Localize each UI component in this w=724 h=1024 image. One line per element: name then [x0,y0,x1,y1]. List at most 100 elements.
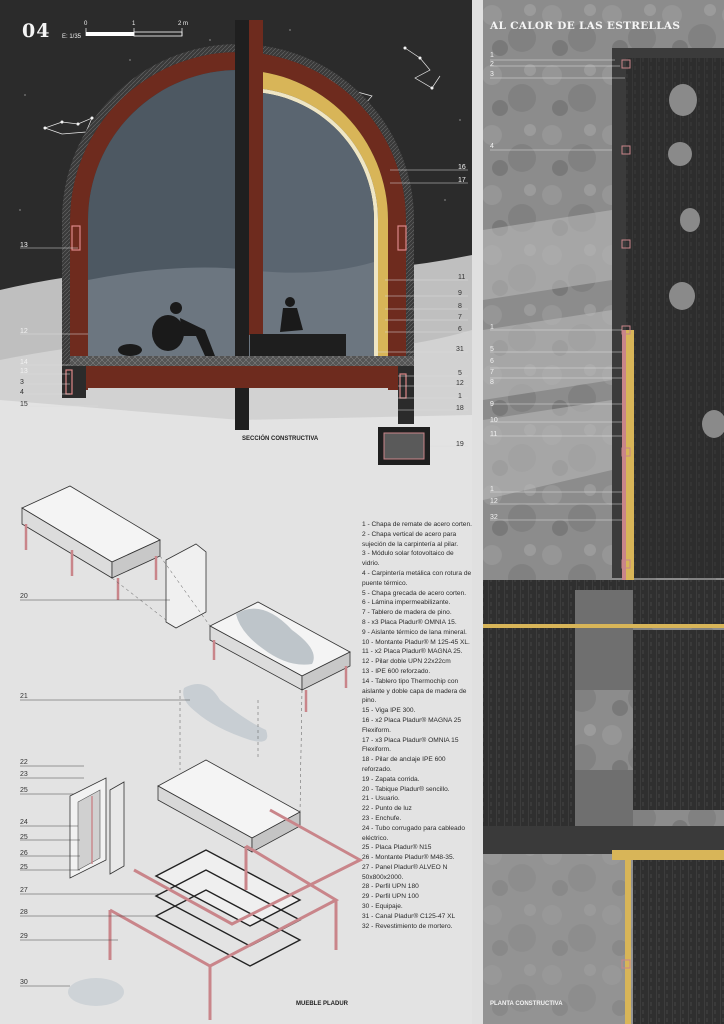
legend-item: 22 - Punto de luz [362,805,412,813]
plan-deck-right [633,630,724,810]
legend-item: 27 - Panel Pladur® ALVEO N 50x800x2000. [362,863,448,881]
plan-wall-band [483,826,724,854]
callout-section-6: 6 [458,326,462,333]
snow-bands [483,210,612,500]
callout-section-31: 31 [456,346,464,353]
legend-item: 20 - Tabique Pladur® sencillo. [362,785,450,793]
callout-furniture-21: 21 [20,693,28,700]
callout-plan-11: 11 [490,431,498,438]
furniture-callout-lines [20,599,190,987]
furniture-axonometric [21,485,364,1020]
callout-plan-8: 8 [490,379,494,386]
legend-item: 16 - x2 Placa Pladur® MAGNA 25 Flexiform… [362,716,462,734]
callout-section-14: 14 [20,359,28,366]
bench [250,334,346,356]
legend-item: 11 - x2 Placa Pladur® MAGNA 25. [362,648,463,656]
callout-furniture-27: 27 [20,887,28,894]
callout-furniture-26: 26 [20,850,28,857]
callout-plan-5: 5 [490,346,494,353]
legend-item: 12 - Pilar doble UPN 22x22cm [362,658,451,666]
legend-item: 6 - Lámina impermeabilizante. [362,599,451,607]
central-pillar [235,20,249,430]
section-title: SECCIÓN CONSTRUCTIVA [242,436,319,442]
legend-item: 13 - IPE 600 reforzado. [362,667,431,675]
scale-two: 2 m [178,21,189,27]
callout-section-15: 15 [20,401,28,408]
callout-section-3: 3 [20,379,24,386]
callout-section-18: 18 [456,405,464,412]
callout-furniture-23: 23 [20,771,28,778]
callout-section-1: 1 [458,393,462,400]
legend-item: 28 - Perfil UPN 180 [362,883,419,891]
callout-furniture-28: 28 [20,909,28,916]
plan-deck-left [483,628,575,828]
callout-plan-1a: 1 [490,52,494,59]
legend-item: 30 - Equipaje. [362,903,403,911]
legend-item: 18 - Pilar de anclaje IPE 600 reforzado. [362,756,446,773]
callout-section-17: 17 [458,177,466,184]
sheet-number: 04 [22,20,51,42]
legend-item: 23 - Enchufe. [362,814,402,822]
callout-section-4: 4 [20,389,24,396]
legend-item: 15 - Viga IPE 300. [362,707,416,715]
callout-section-12b: 12 [456,380,464,387]
callout-plan-9: 9 [490,401,494,408]
callout-plan-1b: 1 [490,324,494,331]
legend-item: 9 - Aislante térmico de lana mineral. [362,628,467,636]
section-callout-lines [20,169,468,447]
callout-furniture-25c: 25 [20,864,28,871]
legend-item: 7 - Tablero de madera de pino. [362,609,452,617]
plan-deck-bottom [633,860,724,1024]
legend-item: 29 - Perfil UPN 100 [362,893,419,901]
legend-item: 14 - Tablero tipo Thermochip con aislant… [362,677,467,705]
legend-item: 26 - Montante Pladur® M48-35. [362,854,455,862]
thermochip-floor [70,356,414,366]
legend-item: 24 - Tubo corrugado para cableado eléctr… [362,824,466,842]
scale-zero: 0 [84,21,88,27]
callout-furniture-22: 22 [20,759,28,766]
floor-beam [70,366,414,388]
corten-plate [249,20,263,335]
callout-section-19: 19 [456,441,464,448]
people-silhouettes [118,297,303,356]
callout-furniture-29: 29 [20,933,28,940]
callout-plan-12: 12 [490,498,498,505]
callout-section-8: 8 [458,303,462,310]
main-title: AL CALOR DE LAS ESTRELLAS [490,20,681,32]
callout-plan-32: 32 [490,514,498,521]
callout-section-9: 9 [458,290,462,297]
plan-pillars [621,59,631,969]
legend-item: 31 - Canal Pladur® C125-47 XL [362,912,456,920]
legend-item: 3 - Módulo solar fotovoltaico de vidrio. [362,550,454,568]
scale-bar [85,28,183,37]
legend-item: 5 - Chapa grecada de acero corten. [362,589,467,597]
legend-item: 25 - Placa Pladur® N15 [362,844,432,852]
callout-furniture-25b: 25 [20,834,28,841]
legend-item: 17 - x3 Placa Pladur® OMNIA 15 Flexiform… [362,736,459,754]
legend-item: 19 - Zapata corrida. [362,775,420,783]
callout-plan-6: 6 [490,358,494,365]
furniture-title: MUEBLE PLADUR [296,1001,348,1007]
callout-section-7: 7 [458,314,462,321]
callout-plan-3: 3 [490,71,494,78]
callout-section-5: 5 [458,370,462,377]
callout-section-13b: 13 [20,368,28,375]
legend-item: 10 - Montante Pladur® M 125-45 XL. [362,638,470,646]
callout-furniture-20: 20 [20,593,28,600]
callout-furniture-30: 30 [20,979,28,986]
plan-title: PLANTA CONSTRUCTIVA [490,1001,563,1007]
callout-plan-10: 10 [490,417,498,424]
panel-divider [472,0,483,1024]
materials-legend: 1 - Chapa de remate de acero corten. 2 -… [362,520,472,931]
plan-callout-lines [490,59,625,521]
pillar-left [71,225,81,251]
callout-furniture-25a: 25 [20,787,28,794]
legend-item: 21 - Usuario. [362,795,400,803]
legend-item: 4 - Carpintería metálica con rotura de p… [362,569,472,587]
callout-plan-7: 7 [490,369,494,376]
callout-plan-2: 2 [490,61,494,68]
callout-section-13a: 13 [20,242,28,249]
legend-item: 8 - x3 Placa Pladur® OMNIA 15. [362,618,457,626]
legend-item: 32 - Revestimiento de mortero. [362,922,453,930]
